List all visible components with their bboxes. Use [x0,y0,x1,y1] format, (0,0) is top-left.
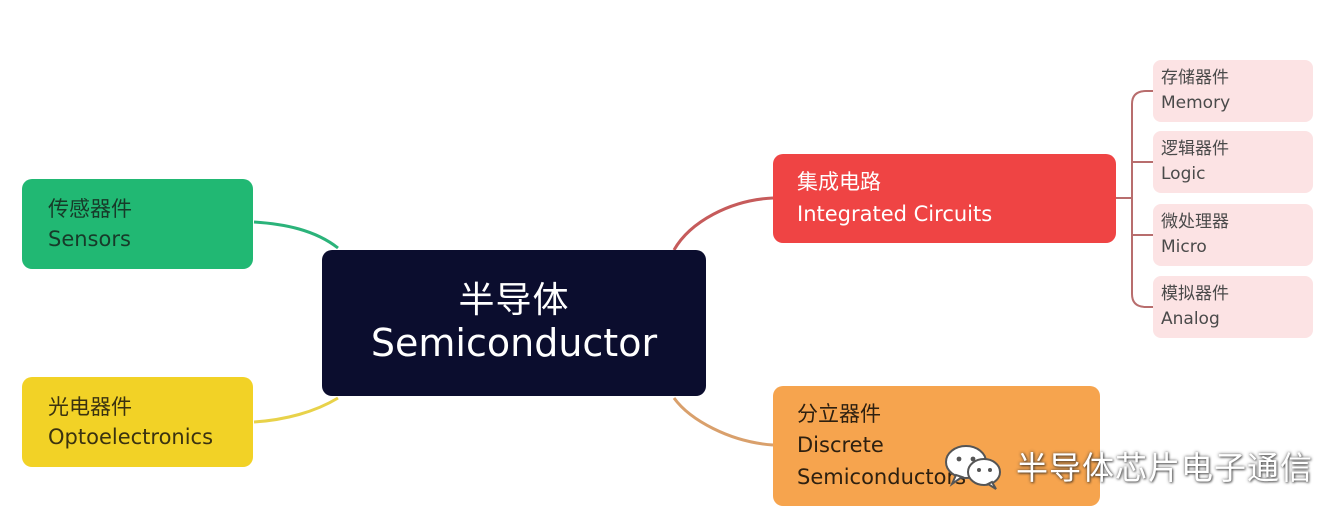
connector-discrete [672,397,774,447]
connector-ic [672,196,774,251]
node-integrated-circuits-en: Integrated Circuits [797,201,993,226]
node-discrete-en-line1: Discrete [797,433,884,458]
node-integrated-circuits-zh: 集成电路 [797,170,881,194]
node-analog: 模拟器件 Analog [1153,276,1313,338]
node-optoelectronics-zh: 光电器件 [48,394,132,419]
center-node: 半导体 Semiconductor [322,250,706,396]
node-logic-zh: 逻辑器件 [1161,139,1229,160]
wechat-icon [945,445,1001,490]
watermark: 半导体芯片电子通信 [942,442,1313,490]
node-sensors: 传感器件 Sensors [22,179,253,269]
center-node-en: Semiconductor [370,320,658,365]
node-logic: 逻辑器件 Logic [1153,131,1313,193]
node-optoelectronics-en: Optoelectronics [48,425,214,449]
node-sensors-zh: 传感器件 [48,196,132,221]
node-analog-zh: 模拟器件 [1161,284,1229,305]
watermark-text: 半导体芯片电子通信 [1016,449,1314,487]
center-node-zh: 半导体 [458,279,570,321]
node-sensors-en: Sensors [48,227,131,251]
node-analog-en: Analog [1161,309,1220,329]
node-memory-zh: 存储器件 [1161,68,1229,89]
node-integrated-circuits: 集成电路 Integrated Circuits [773,154,1116,243]
node-discrete-en-line2: Semiconductors [797,464,967,489]
node-discrete-semiconductors: 分立器件 Discrete Semiconductors [773,386,1100,506]
node-micro: 微处理器 Micro [1153,204,1313,266]
node-optoelectronics: 光电器件 Optoelectronics [22,377,253,467]
node-memory: 存储器件 Memory [1153,60,1313,122]
connector-sensors [253,220,339,250]
node-discrete-zh: 分立器件 [797,401,881,426]
node-micro-en: Micro [1161,237,1207,257]
node-memory-en: Memory [1161,93,1231,113]
connector-opto [253,396,339,424]
node-micro-zh: 微处理器 [1161,212,1229,233]
node-logic-en: Logic [1161,164,1206,184]
connector-bracket-spine [1131,90,1147,308]
